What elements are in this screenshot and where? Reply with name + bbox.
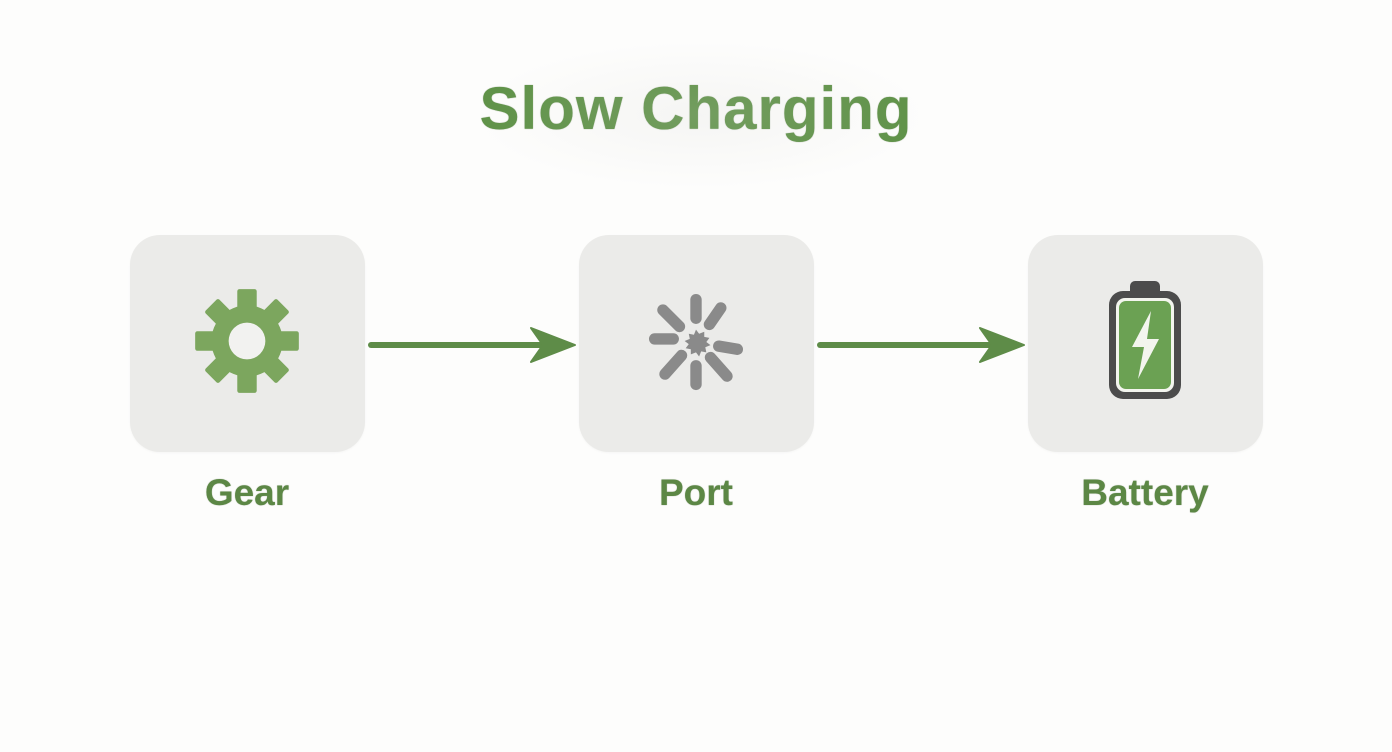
node-port: Port — [578, 235, 814, 514]
node-gear: Gear — [129, 235, 365, 514]
battery-card — [1027, 235, 1263, 452]
node-label-gear: Gear — [204, 472, 290, 513]
gear-card — [129, 235, 365, 452]
diagram-title: Slow Charging — [479, 75, 913, 142]
gear-icon — [193, 287, 301, 400]
arrow-port-to-battery — [814, 323, 1028, 372]
arrow-right-icon — [367, 327, 576, 363]
arrow-gear-to-port — [365, 323, 579, 372]
arrow-right-icon — [816, 327, 1025, 363]
flow-row: Gear — [129, 235, 1263, 514]
node-battery: Battery — [1027, 235, 1263, 514]
node-label-port: Port — [659, 472, 733, 513]
spinner-icon — [634, 279, 758, 408]
battery-charging-icon — [1102, 279, 1188, 408]
node-label-battery: Battery — [1081, 472, 1209, 513]
port-card — [578, 235, 814, 452]
